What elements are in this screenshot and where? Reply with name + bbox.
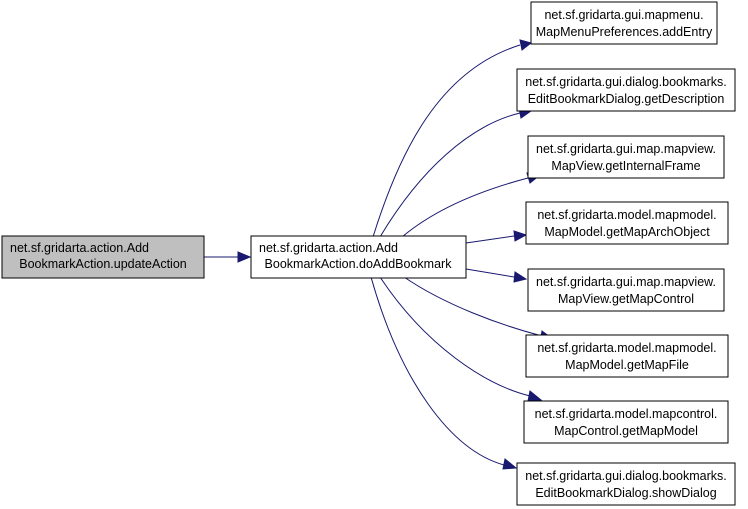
- node-n3-line2: MapView.getInternalFrame: [551, 159, 700, 173]
- edge-mid-to-n4: [465, 235, 515, 244]
- node-n5-line1: net.sf.gridarta.gui.map.mapview.: [536, 275, 716, 289]
- node-n4-line1: net.sf.gridarta.model.mapmodel.: [537, 208, 716, 222]
- node-root[interactable]: net.sf.gridarta.action.Add BookmarkActio…: [1, 235, 205, 279]
- node-n8-line2: EditBookmarkDialog.showDialog: [535, 486, 716, 500]
- edge-mid-to-n6: [403, 276, 543, 337]
- node-n6-line2: MapModel.getMapFile: [565, 358, 689, 372]
- node-root-line1: net.sf.gridarta.action.Add: [10, 241, 149, 255]
- edge-mid-to-n5: [465, 268, 515, 278]
- node-n6[interactable]: net.sf.gridarta.model.mapmodel. MapModel…: [525, 334, 729, 378]
- node-n3-box: [527, 135, 725, 179]
- node-n3[interactable]: net.sf.gridarta.gui.map.mapview. MapView…: [527, 135, 725, 179]
- node-n1-line1: net.sf.gridarta.gui.mapmenu.: [544, 8, 703, 22]
- edge-mid-to-n8: [370, 276, 505, 466]
- node-mid[interactable]: net.sf.gridarta.action.Add BookmarkActio…: [250, 235, 467, 279]
- node-n2-line1: net.sf.gridarta.gui.dialog.bookmarks.: [525, 75, 727, 89]
- edge-mid-to-n1: [372, 44, 521, 238]
- node-mid-line2: BookmarkAction.doAddBookmark: [265, 257, 453, 271]
- edge-mid-to-n8-arrowhead: [502, 458, 518, 470]
- node-n5-box: [527, 268, 725, 312]
- node-mid-line1: net.sf.gridarta.action.Add: [259, 241, 398, 255]
- node-n8-line1: net.sf.gridarta.gui.dialog.bookmarks.: [525, 469, 727, 483]
- node-n6-line1: net.sf.gridarta.model.mapmodel.: [537, 341, 716, 355]
- node-n3-line1: net.sf.gridarta.gui.map.mapview.: [536, 142, 716, 156]
- node-n7-box: [523, 400, 729, 444]
- node-n2-line2: EditBookmarkDialog.getDescription: [528, 92, 725, 106]
- node-n4-line2: MapModel.getMapArchObject: [544, 225, 710, 239]
- edge-mid-to-n5-arrowhead: [513, 271, 528, 283]
- node-root-line2: BookmarkAction.updateAction: [19, 257, 187, 271]
- edge-mid-to-n1-arrowhead: [519, 39, 533, 51]
- node-n5-line2: MapView.getMapControl: [558, 292, 694, 306]
- edge-mid-to-n2: [379, 112, 521, 238]
- node-n2-box: [516, 68, 736, 112]
- node-n7[interactable]: net.sf.gridarta.model.mapcontrol. MapCon…: [523, 400, 729, 444]
- node-n8-box: [516, 462, 736, 506]
- edge-mid-to-n7: [379, 276, 531, 397]
- node-n1[interactable]: net.sf.gridarta.gui.mapmenu. MapMenuPref…: [530, 1, 718, 45]
- node-n4[interactable]: net.sf.gridarta.model.mapmodel. MapModel…: [525, 201, 729, 245]
- node-n2[interactable]: net.sf.gridarta.gui.dialog.bookmarks. Ed…: [516, 68, 736, 112]
- node-mid-box: [250, 235, 467, 279]
- node-root-box: [1, 235, 205, 279]
- node-n5[interactable]: net.sf.gridarta.gui.map.mapview. MapView…: [527, 268, 725, 312]
- node-n7-line2: MapControl.getMapModel: [554, 424, 698, 438]
- node-n7-line1: net.sf.gridarta.model.mapcontrol.: [535, 407, 718, 421]
- node-n1-line2: MapMenuPreferences.addEntry: [536, 25, 713, 39]
- edge-mid-to-n3: [401, 177, 529, 238]
- node-n8[interactable]: net.sf.gridarta.gui.dialog.bookmarks. Ed…: [516, 462, 736, 506]
- edge-mid-to-n4-arrowhead: [513, 230, 528, 242]
- node-n4-box: [525, 201, 729, 245]
- node-n6-box: [525, 334, 729, 378]
- edge-root-to-mid-arrowhead: [237, 251, 252, 263]
- node-n1-box: [530, 1, 718, 45]
